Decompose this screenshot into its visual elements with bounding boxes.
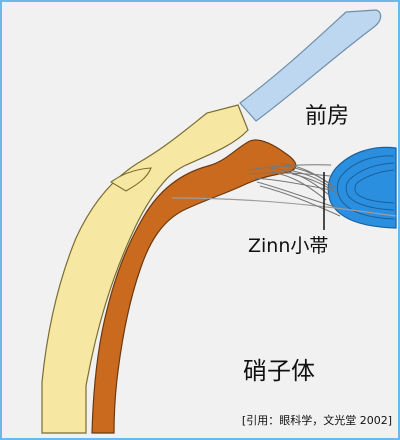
vitreous-body-label: 硝子体 [243,357,315,385]
cornea [239,9,382,122]
anterior-chamber-label: 前房 [305,104,350,129]
sclera [41,104,249,434]
vitreous-boundary [171,197,397,217]
lens-contour-2 [345,162,395,211]
sclera-ciliary-fold [110,167,152,192]
lens-contour-3 [354,169,395,204]
zinn-zonule-fibers [247,162,341,217]
lens-contour-1 [336,155,395,220]
citation-text: [引用：眼科学，文光堂 2002] [241,414,392,427]
zinn-zonule-label: Zinn小帯 [248,235,329,257]
lens [327,146,397,229]
